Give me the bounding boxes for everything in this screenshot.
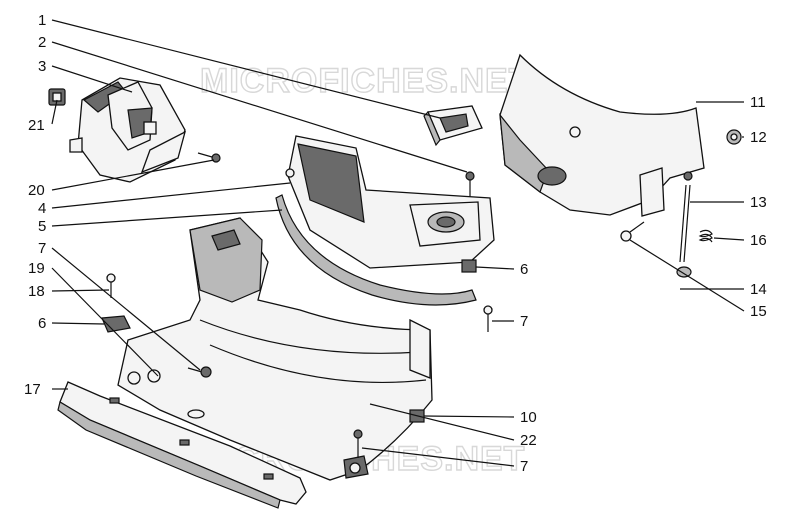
seal-strip-part: [275, 194, 477, 306]
callout-5: 5: [38, 218, 46, 235]
callout-15: 15: [750, 303, 767, 320]
callout-6-right: 6: [520, 261, 528, 278]
clip-6-right: [461, 259, 477, 273]
callout-16: 16: [750, 232, 767, 249]
callout-22: 22: [520, 432, 537, 449]
small-clip-part: [48, 88, 66, 106]
callout-7-bottom: 7: [520, 458, 528, 475]
callout-4: 4: [38, 200, 46, 217]
switch-housing-part: [69, 77, 187, 183]
rear-panel-part: [499, 53, 705, 217]
callout-17: 17: [24, 381, 41, 398]
upper-frame-part: [285, 135, 495, 269]
screw-7-left: [187, 366, 212, 378]
screw-7-bottom: [353, 429, 363, 458]
grommet-14: [676, 266, 692, 278]
clip-6-left: [101, 315, 131, 333]
callout-6-left: 6: [38, 315, 46, 332]
callout-14: 14: [750, 281, 767, 298]
screw-15: [620, 221, 645, 242]
grommet-12: [726, 129, 742, 145]
callout-10: 10: [520, 409, 537, 426]
callout-12: 12: [750, 129, 767, 146]
callout-7-right: 7: [520, 313, 528, 330]
callout-18: 18: [28, 283, 45, 300]
callout-3: 3: [38, 58, 46, 75]
leader-lines: [51, 19, 745, 467]
callout-21: 21: [28, 117, 45, 134]
callout-7-upper-left: 7: [38, 240, 46, 257]
callout-labels: 1 2 3 21 20 4 5 7 19 18 6 17 11 12 13 16…: [24, 12, 767, 475]
front-shield-part: [117, 217, 433, 481]
callout-11: 11: [750, 94, 766, 111]
callout-1: 1: [38, 12, 46, 29]
screw-18: [106, 273, 116, 298]
rubber-cup-part: [423, 105, 483, 147]
rod-13: [679, 184, 691, 263]
callout-20: 20: [28, 182, 45, 199]
watermark-top: MICROFICHES.NET: [200, 62, 530, 100]
screw-7-right: [483, 305, 493, 332]
callout-19: 19: [28, 260, 45, 277]
callout-13: 13: [750, 194, 767, 211]
callout-2: 2: [38, 34, 46, 51]
bottom-trim-part: [57, 381, 307, 509]
spring-16: [698, 229, 713, 243]
